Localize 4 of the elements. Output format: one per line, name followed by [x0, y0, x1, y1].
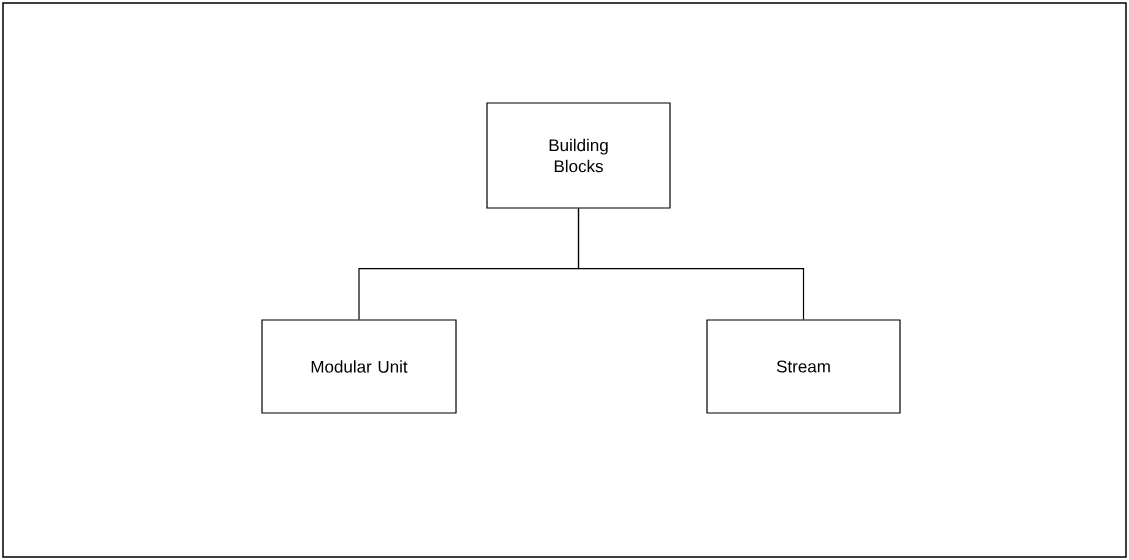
connector [577, 208, 805, 320]
box: Modular Unit [261, 319, 457, 414]
box: Stream [706, 319, 901, 414]
box: Building Blocks [486, 102, 671, 209]
